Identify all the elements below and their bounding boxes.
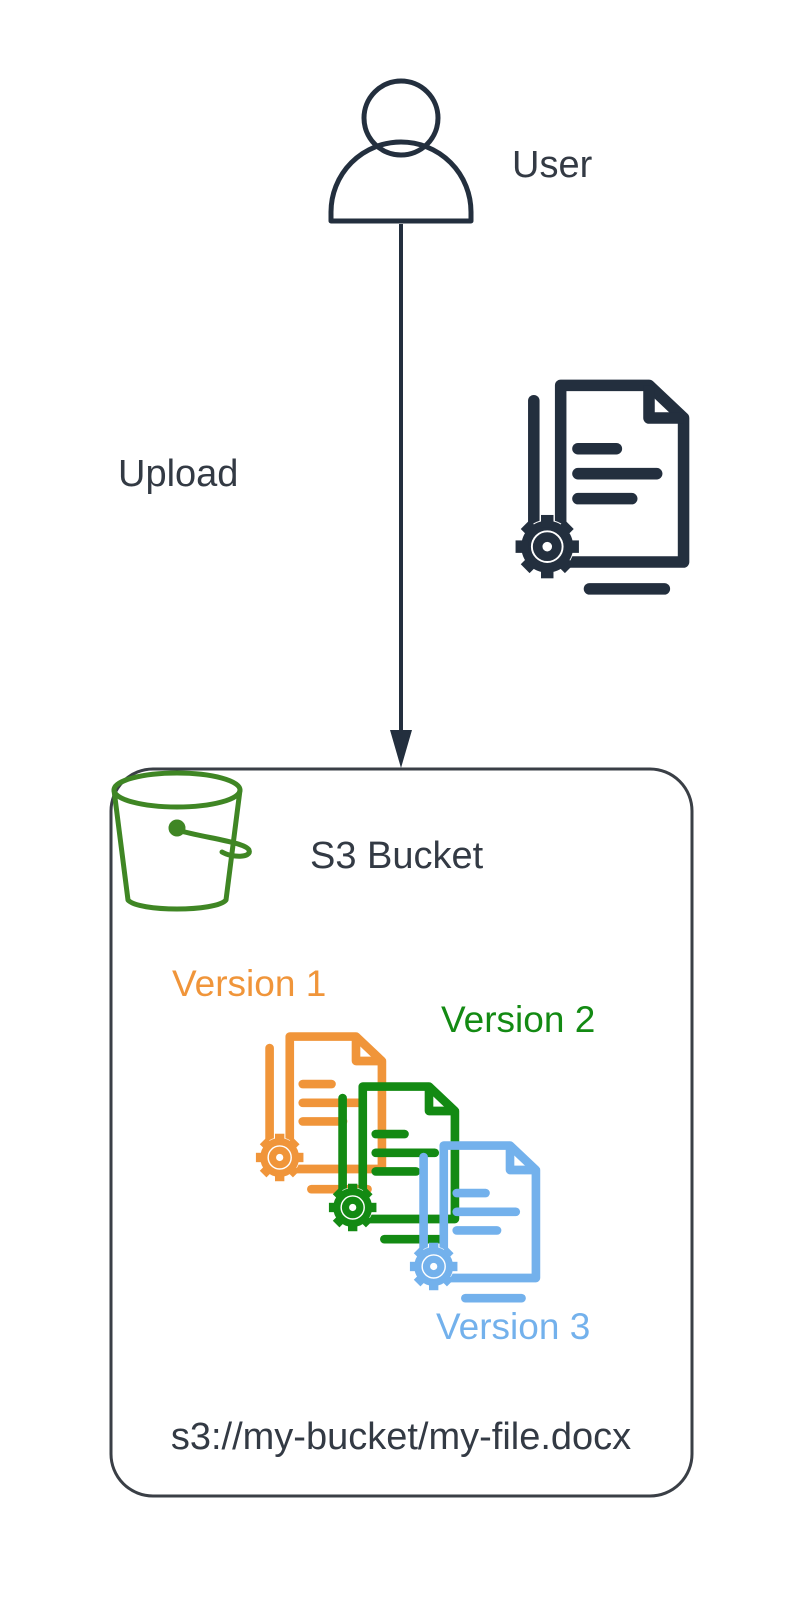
version-2-label: Version 2 <box>441 999 595 1040</box>
version-3-label: Version 3 <box>436 1306 590 1347</box>
version-2-document-icon <box>329 1087 455 1240</box>
version-1-label: Version 1 <box>172 963 326 1004</box>
s3-path-label: s3://my-bucket/my-file.docx <box>171 1416 631 1458</box>
upload-arrow <box>390 224 412 768</box>
user-label: User <box>512 144 593 186</box>
s3-bucket-icon <box>111 770 252 912</box>
s3-bucket-container <box>109 767 694 1498</box>
upload-label: Upload <box>118 453 238 495</box>
user-icon <box>328 78 474 224</box>
bucket-title: S3 Bucket <box>310 835 484 877</box>
document-settings-icon <box>516 385 684 589</box>
